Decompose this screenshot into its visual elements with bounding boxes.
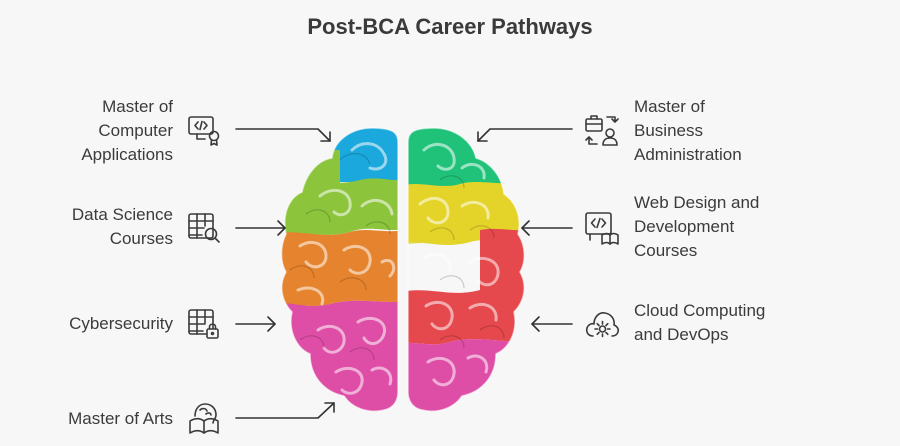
left-hemisphere — [281, 128, 398, 412]
arrow-cloud — [531, 316, 573, 332]
label-master-of-computer-applications: Master of Computer Applications — [81, 97, 173, 164]
label-web-design-and-development-courses: Web Design and Development Courses — [634, 193, 760, 260]
label-data-science-courses: Data Science Courses — [71, 205, 173, 248]
right-hemisphere — [408, 128, 525, 412]
table-search-icon — [186, 210, 222, 246]
arrow-mba — [477, 128, 573, 142]
head-book-icon — [186, 400, 222, 436]
arrow-web-design — [521, 220, 573, 236]
label-master-of-arts: Master of Arts — [68, 409, 173, 428]
label-cloud-computing-and-devops: Cloud Computing and DevOps — [634, 301, 766, 344]
arrow-data-science — [235, 220, 286, 236]
label-cybersecurity: Cybersecurity — [69, 314, 173, 333]
arrow-master-of-arts — [235, 402, 335, 419]
page-title: Post-BCA Career Pathways — [307, 14, 593, 39]
table-lock-icon — [186, 306, 222, 342]
arrow-cybersecurity — [235, 316, 276, 332]
arrow-mca — [235, 128, 331, 142]
code-window-book-icon — [584, 210, 620, 246]
briefcase-person-icon — [584, 112, 620, 148]
label-master-of-business-administration: Master of Business Administration — [634, 97, 742, 164]
code-monitor-certificate-icon — [186, 112, 222, 148]
cloud-gear-icon — [584, 306, 620, 342]
